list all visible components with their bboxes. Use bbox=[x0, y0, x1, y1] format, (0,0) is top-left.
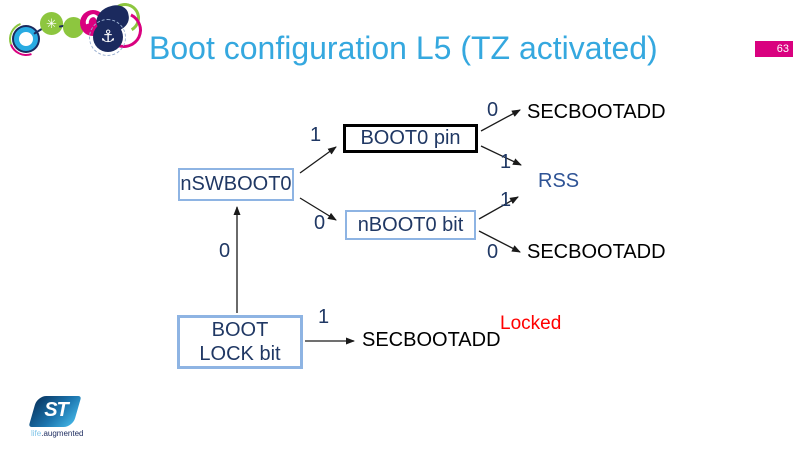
stm32-logo-cluster: ✳ ⚓ bbox=[3, 0, 148, 62]
slide-title: Boot configuration L5 (TZ activated) bbox=[149, 30, 658, 66]
arrow-nswboot0-boot0pin bbox=[299, 146, 337, 174]
arrow-nboot0bit-secbootadd bbox=[478, 230, 521, 253]
arrow-nboot0bit-rss bbox=[478, 196, 519, 220]
edge-label-1: 1 bbox=[318, 306, 330, 328]
output-secbootadd-top: SECBOOTADD bbox=[527, 101, 666, 123]
edge-label-1: 1 bbox=[500, 189, 512, 211]
tagline-augmented: .augmented bbox=[41, 429, 84, 438]
node-boot-lock-bit: BOOT LOCK bit bbox=[177, 315, 303, 369]
edge-label-0: 0 bbox=[487, 99, 499, 121]
st-tagline: life.augmented bbox=[31, 429, 84, 438]
st-logo-letters: ST bbox=[44, 399, 69, 421]
edge-label-0: 0 bbox=[314, 212, 326, 234]
boot-lock-line2: LOCK bit bbox=[199, 343, 281, 365]
output-secbootadd-bottom: SECBOOTADD bbox=[362, 329, 501, 351]
output-secbootadd-mid: SECBOOTADD bbox=[527, 241, 666, 263]
locked-annotation: Locked bbox=[500, 313, 562, 334]
page-number-badge: 63 bbox=[755, 41, 793, 57]
figure-circle-icon: ⚓ bbox=[93, 22, 123, 52]
node-nswboot0: nSWBOOT0 bbox=[178, 168, 294, 201]
blue-ring-icon bbox=[14, 27, 38, 51]
node-nboot0-bit: nBOOT0 bit bbox=[345, 210, 476, 240]
dashed-ring-icon bbox=[89, 19, 126, 56]
boot-lock-line1: BOOT bbox=[211, 319, 269, 341]
node-boot0-pin: BOOT0 pin bbox=[343, 124, 478, 153]
edge-label-1: 1 bbox=[500, 151, 512, 173]
edge-label-0: 0 bbox=[219, 240, 231, 262]
edge-label-1: 1 bbox=[310, 124, 322, 146]
asterisk-circle-icon: ✳ bbox=[40, 12, 63, 35]
st-logo: ST bbox=[28, 396, 82, 430]
tagline-life: life bbox=[31, 429, 42, 438]
output-rss: RSS bbox=[538, 170, 580, 192]
edge-label-0: 0 bbox=[487, 241, 499, 263]
green-circle-icon bbox=[63, 17, 84, 38]
